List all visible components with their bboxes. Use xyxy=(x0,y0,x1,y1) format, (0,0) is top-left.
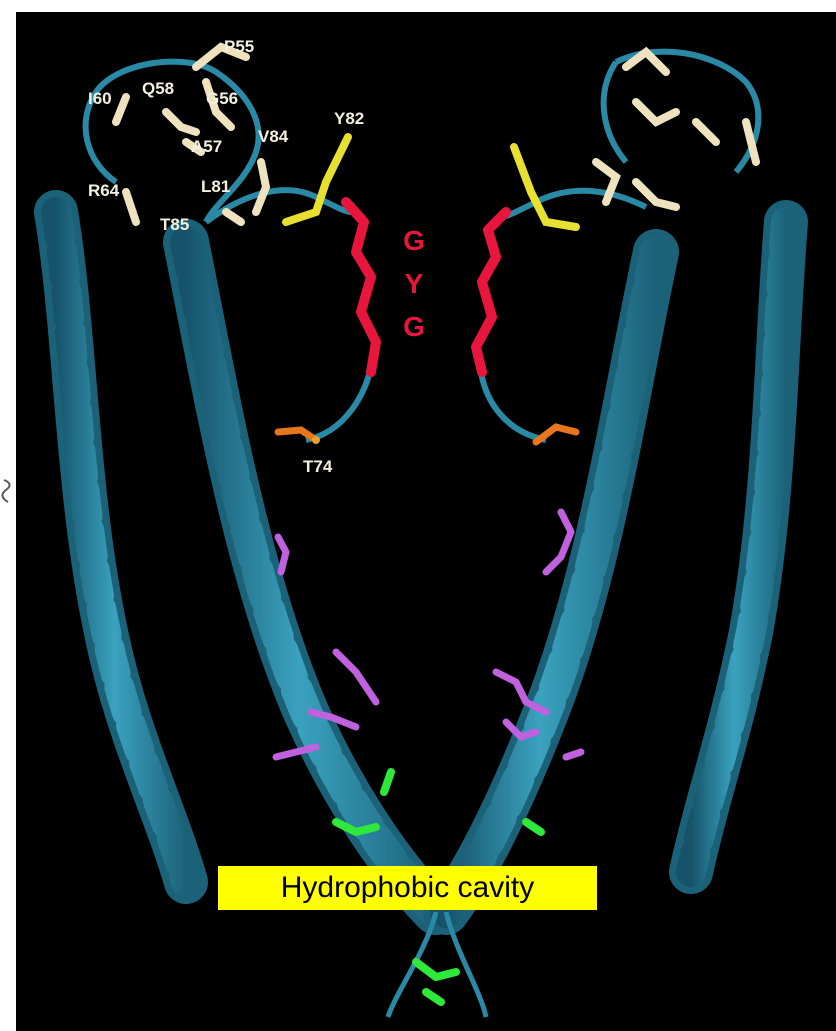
left-inner-helix xyxy=(186,242,436,912)
hydrophobic-cavity-caption: Hydrophobic cavity xyxy=(218,866,597,910)
filter-residue-g1: G xyxy=(403,225,425,256)
edge-glyph-fragment xyxy=(0,476,16,506)
turret-residues-left xyxy=(116,47,266,222)
label-y82: Y82 xyxy=(334,109,364,128)
label-l81: L81 xyxy=(201,177,230,196)
label-a57: A57 xyxy=(191,137,222,156)
selectivity-filter xyxy=(346,202,506,372)
filter-residue-y: Y xyxy=(405,268,424,299)
thr74-atom xyxy=(312,436,320,444)
label-r64: R64 xyxy=(88,181,120,200)
turret-residues-right xyxy=(596,52,756,207)
left-outer-helix xyxy=(56,212,186,882)
label-t74: T74 xyxy=(303,457,333,476)
tyr82-residues xyxy=(286,137,576,227)
label-p55: P55 xyxy=(224,37,254,56)
filter-residue-g2: G xyxy=(403,311,425,342)
right-outer-helix xyxy=(691,222,786,872)
label-g56: G56 xyxy=(206,89,238,108)
label-v84: V84 xyxy=(258,127,289,146)
label-t85: T85 xyxy=(160,215,189,234)
label-i60: I60 xyxy=(88,89,112,108)
filter-sequence: G Y G xyxy=(403,225,425,342)
label-q58: Q58 xyxy=(142,79,174,98)
